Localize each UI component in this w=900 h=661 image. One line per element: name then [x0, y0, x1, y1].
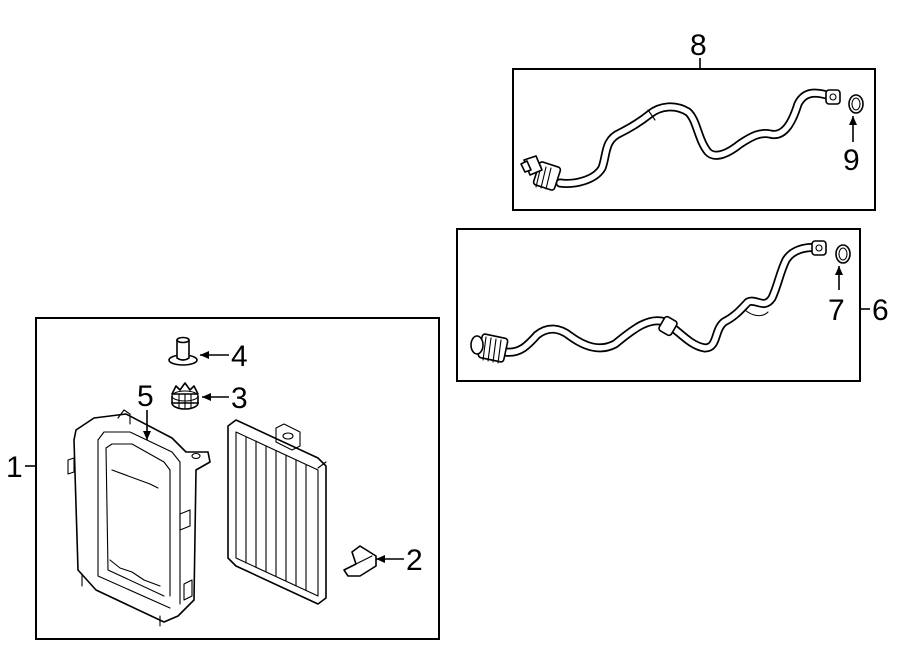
- callout-4: 4: [231, 340, 248, 373]
- cooler-shroud-5[interactable]: [67, 409, 211, 627]
- pin-4[interactable]: [168, 336, 198, 366]
- o-ring-9[interactable]: [848, 94, 864, 114]
- upper-oil-cooler-hose[interactable]: [520, 88, 841, 191]
- hose-lower-frame: [456, 228, 861, 382]
- callout-1: 1: [6, 451, 23, 484]
- lower-oil-cooler-hose[interactable]: [470, 240, 827, 364]
- grommet-3[interactable]: [171, 382, 199, 410]
- callout-3: 3: [231, 382, 248, 415]
- bracket-2[interactable]: [343, 545, 377, 577]
- callout-7: 7: [828, 294, 845, 327]
- oil-cooler-core[interactable]: [227, 419, 327, 605]
- hose-upper-frame: [512, 68, 876, 211]
- callout-9: 9: [843, 144, 860, 177]
- callout-2: 2: [406, 544, 423, 577]
- o-ring-7[interactable]: [835, 244, 851, 264]
- callout-8: 8: [690, 29, 707, 62]
- callout-5: 5: [137, 380, 154, 413]
- callout-6: 6: [872, 294, 889, 327]
- cooler-assembly-frame: [35, 317, 440, 640]
